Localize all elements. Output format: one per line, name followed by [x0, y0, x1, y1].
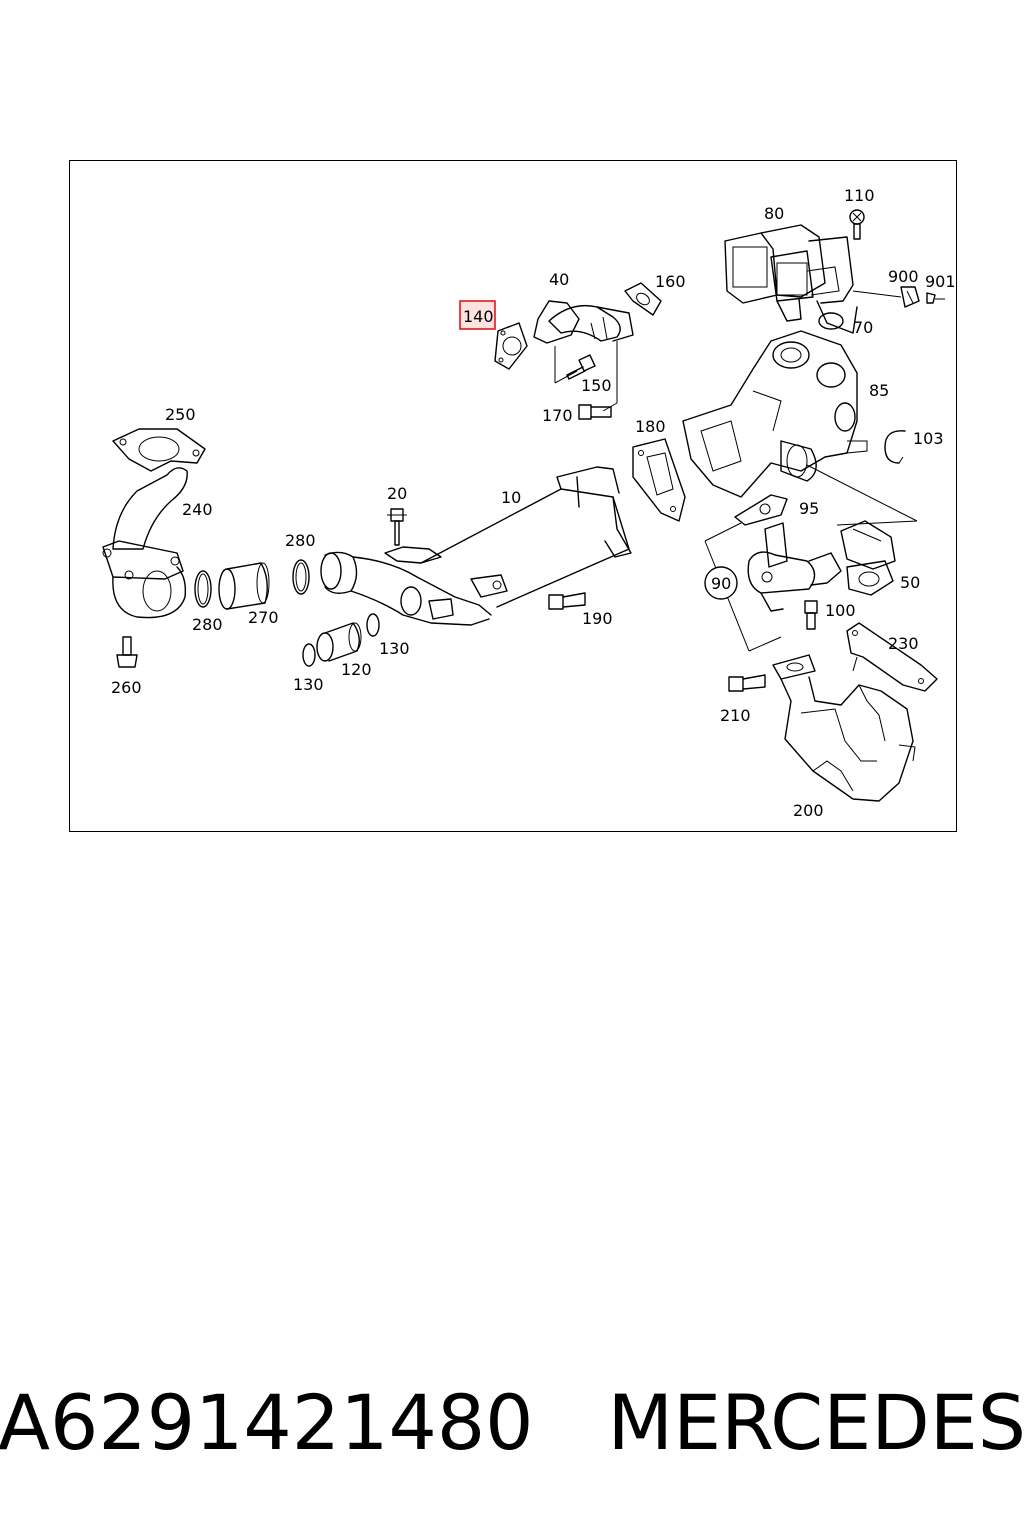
o-ring-280-right-drawing [292, 559, 310, 595]
o-ring-130-left-drawing [302, 643, 316, 667]
label-part-230[interactable]: 230 [888, 634, 919, 653]
label-part-280-lower[interactable]: 280 [192, 615, 223, 634]
label-part-240[interactable]: 240 [182, 500, 213, 519]
label-part-901[interactable]: 901 [925, 272, 956, 291]
pipe-40-drawing [533, 300, 634, 412]
label-part-80[interactable]: 80 [764, 204, 784, 223]
bolt-260-drawing [116, 636, 138, 668]
o-ring-280-left-drawing [194, 570, 212, 608]
sensor-900-drawing [900, 286, 920, 308]
bolt-100-drawing [804, 600, 818, 630]
heat-shield-200-drawing [772, 654, 916, 802]
parts-diagram-frame: 140 40 160 150 170 80 110 900 901 70 85 … [69, 160, 957, 832]
screw-110-drawing [849, 209, 865, 240]
label-part-280-upper[interactable]: 280 [285, 531, 316, 550]
label-part-90-badge[interactable]: 90 [704, 566, 738, 600]
seal-901-drawing [926, 292, 945, 304]
label-part-140[interactable]: 140 [463, 307, 494, 326]
egr-cooler-10-drawing [320, 466, 632, 626]
egr-housing-85-drawing [682, 330, 918, 522]
bolt-190-drawing [548, 592, 586, 610]
label-part-250[interactable]: 250 [165, 405, 196, 424]
label-part-160[interactable]: 160 [655, 272, 686, 291]
gasket-140-drawing [494, 322, 528, 370]
o-ring-130-right-drawing [366, 613, 380, 637]
label-part-10[interactable]: 10 [501, 488, 521, 507]
label-part-180[interactable]: 180 [635, 417, 666, 436]
label-part-270[interactable]: 270 [248, 608, 279, 627]
actuator-80-drawing [724, 224, 902, 334]
label-part-120[interactable]: 120 [341, 660, 372, 679]
flange-250-drawing [112, 428, 206, 472]
label-part-130-right[interactable]: 130 [379, 639, 410, 658]
label-part-260[interactable]: 260 [111, 678, 142, 697]
label-part-900[interactable]: 900 [888, 267, 919, 286]
part-caption: A6291421480 MERCEDES [0, 1372, 1024, 1472]
label-part-110[interactable]: 110 [844, 186, 875, 205]
label-part-150[interactable]: 150 [581, 376, 612, 395]
gasket-95-drawing [734, 494, 788, 526]
label-part-95[interactable]: 95 [799, 499, 819, 518]
label-part-20[interactable]: 20 [387, 484, 407, 503]
gasket-180-drawing [632, 438, 686, 522]
pipe-270-drawing [218, 562, 270, 610]
clip-103-drawing [884, 430, 906, 464]
valve-50-drawing [840, 520, 896, 596]
part-number: A6291421480 [0, 1377, 534, 1467]
gasket-160-drawing [624, 282, 662, 316]
label-part-100[interactable]: 100 [825, 601, 856, 620]
bracket-230-drawing [846, 622, 938, 692]
elbow-pipe-240-drawing [102, 467, 188, 619]
bolt-20-drawing [387, 508, 407, 546]
label-part-200[interactable]: 200 [793, 801, 824, 820]
bolt-170-drawing [578, 404, 612, 420]
bolt-150-drawing [566, 354, 596, 380]
label-part-85[interactable]: 85 [869, 381, 889, 400]
label-part-210[interactable]: 210 [720, 706, 751, 725]
bolt-210-drawing [728, 674, 766, 692]
label-part-70[interactable]: 70 [853, 318, 873, 337]
label-part-130-left[interactable]: 130 [293, 675, 324, 694]
label-part-170[interactable]: 170 [542, 406, 573, 425]
brand-name: MERCEDES [607, 1377, 1024, 1467]
pipe-120-drawing [316, 622, 362, 662]
label-part-40[interactable]: 40 [549, 270, 569, 289]
label-part-103[interactable]: 103 [913, 429, 944, 448]
label-part-90[interactable]: 90 [711, 574, 731, 593]
label-part-190[interactable]: 190 [582, 609, 613, 628]
label-part-50[interactable]: 50 [900, 573, 920, 592]
exploded-parts-diagram: 140 40 160 150 170 80 110 900 901 70 85 … [102, 186, 956, 820]
highlighted-part-140-box[interactable] [459, 300, 496, 330]
